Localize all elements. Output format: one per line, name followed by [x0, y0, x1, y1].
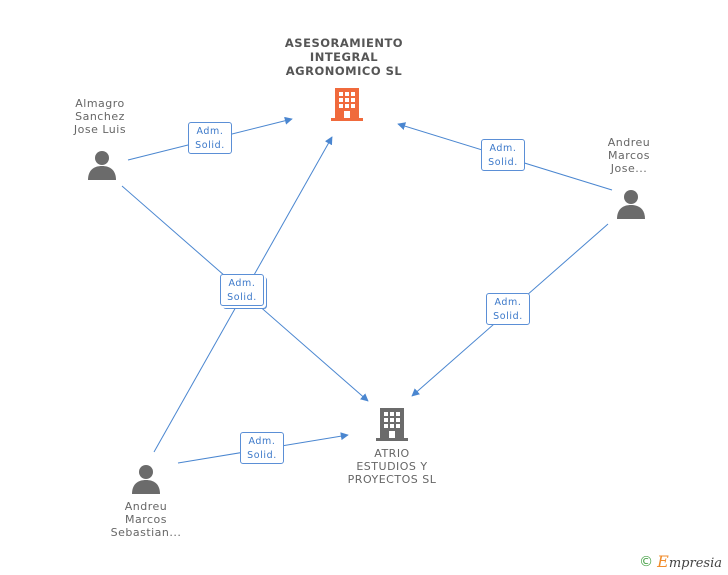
person-name-andreu-jose[interactable]: Andreu Marcos Jose... [607, 136, 651, 175]
person-icon-almagro[interactable] [87, 150, 117, 180]
edge-badge-sebastian-atrio[interactable]: Adm.Solid. [240, 432, 284, 464]
person-name-andreu-sebastian[interactable]: Andreu Marcos Sebastian... [110, 500, 182, 539]
edge-badge-andreu-jose-main[interactable]: Adm.Solid. [481, 139, 525, 171]
building-icon-atrio[interactable] [376, 406, 408, 442]
edge-badge-center-stacked[interactable]: Adm.Solid. [220, 274, 264, 306]
person-name-almagro[interactable]: Almagro Sanchez Jose Luis [73, 97, 127, 136]
edge-badge-almagro-main[interactable]: Adm.Solid. [188, 122, 232, 154]
company-name-atrio[interactable]: ATRIO ESTUDIOS Y PROYECTOS SL [347, 447, 437, 486]
footer-brand[interactable]: © Empresia [639, 552, 722, 571]
building-icon-main[interactable] [331, 86, 363, 122]
brand-logo: Empresia [657, 552, 722, 571]
company-name-main[interactable]: ASESORAMIENTO INTEGRAL AGRONOMICO SL [284, 36, 404, 78]
person-icon-andreu-jose[interactable] [616, 189, 646, 219]
edge-badge-andreu-jose-atrio[interactable]: Adm.Solid. [486, 293, 530, 325]
person-icon-andreu-sebastian[interactable] [131, 464, 161, 494]
copyright-icon: © [639, 553, 654, 570]
